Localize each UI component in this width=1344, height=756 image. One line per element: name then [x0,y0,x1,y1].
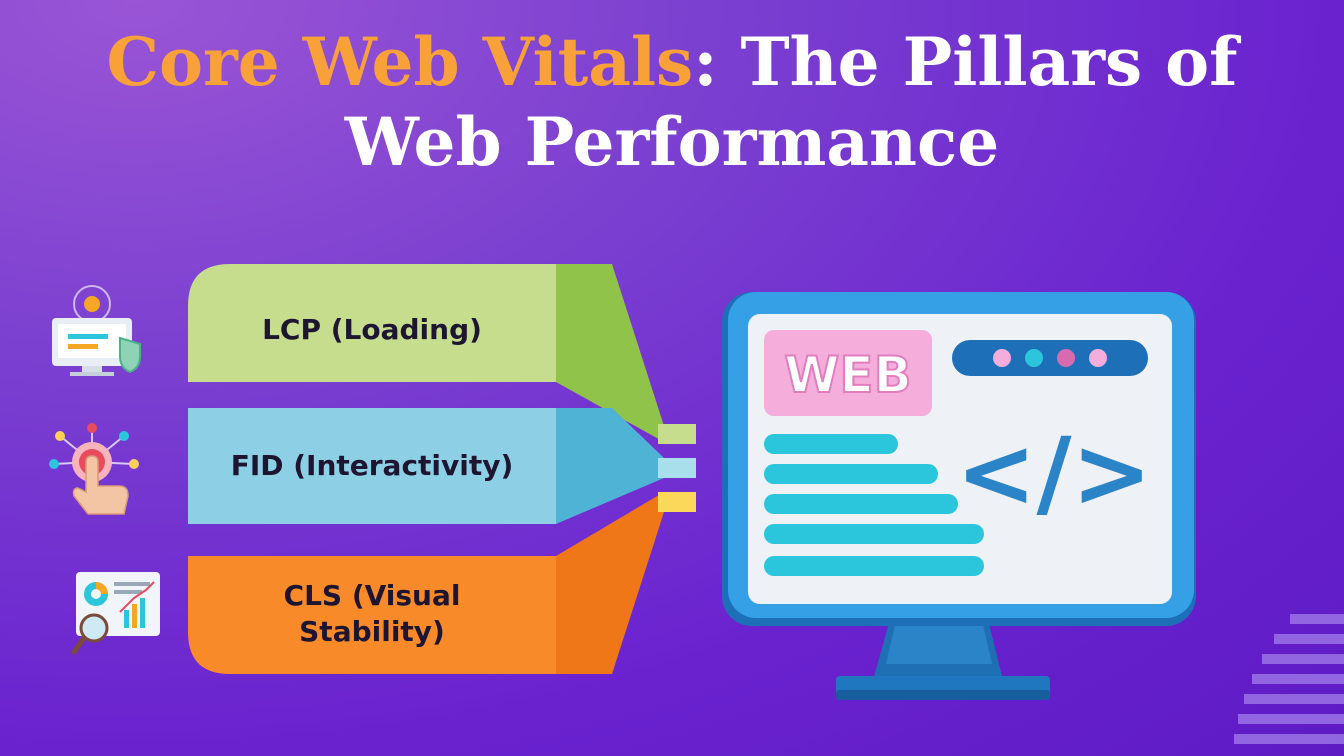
pillar-fid-front [188,408,556,524]
web-badge-bg [764,330,932,416]
decorative-stripes [1234,614,1344,744]
pillar-fid-connector [658,458,696,478]
pillar-lcp-front [188,264,556,382]
pillar-cls-label-line2: Stability) [299,615,445,648]
code-symbol: </> [956,417,1152,529]
pillar-cls-side [556,492,664,674]
pillar-cls-label: CLS (Visual Stability) [188,578,556,650]
title-rest: : The Pillars of [693,23,1238,101]
pillar-fid-label: FID (Interactivity) [230,449,514,482]
monitor-shield-icon [52,285,141,376]
title-line-1: Core Web Vitals: The Pillars of [0,22,1344,102]
browser-dots-bar [952,340,1148,376]
pillar-fid-side [556,408,664,524]
page-title: Core Web Vitals: The Pillars of Web Perf… [0,22,1344,182]
web-badge-text: WEB [784,346,911,404]
pillar-cls-front [188,556,556,674]
touch-target-icon [49,423,139,515]
pillar-lcp [188,264,696,444]
pillar-cls [188,492,696,674]
pillar-lcp-label: LCP (Loading) [262,313,482,346]
analytics-report-icon [71,572,160,655]
pillar-lcp-connector [658,424,696,444]
web-monitor-icon: WEB </> [722,292,1196,700]
pillar-lcp-side [556,264,664,442]
title-line-2: Web Performance [344,103,1000,181]
pillar-cls-label-line1: CLS (Visual [283,579,461,612]
pillar-fid [188,408,696,524]
pillar-cls-connector [658,492,696,512]
title-accent: Core Web Vitals [106,23,694,101]
